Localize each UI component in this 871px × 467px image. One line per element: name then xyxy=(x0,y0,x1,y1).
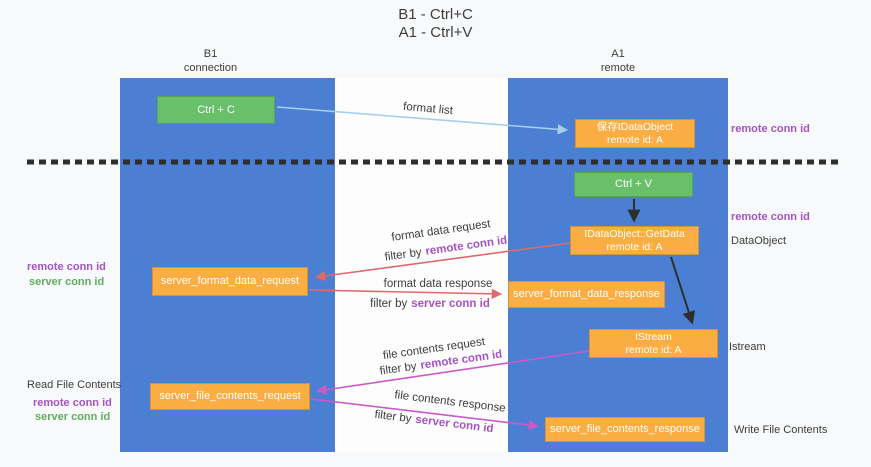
remote-conn-id-annotation-mid-right: remote conn id xyxy=(731,211,810,223)
remote-conn-id-annotation-top-right: remote conn id xyxy=(731,123,810,135)
save-dataobject-line2: remote id: A xyxy=(606,133,664,146)
dataobject-annotation: DataObject xyxy=(731,235,787,247)
istream-annotation: Istream xyxy=(729,341,766,353)
server-file-contents-request-label: server_file_contents_request xyxy=(159,390,301,402)
server-conn-id-annotation-bottom-left: server conn id xyxy=(35,411,111,423)
remote-conn-id-annotation-bottom-left: remote conn id xyxy=(33,397,112,409)
server-format-data-response-node: server_format_data_response xyxy=(508,281,665,308)
remote-conn-id-annotation-mid-left: remote conn id xyxy=(27,261,106,273)
server-file-contents-request-node: server_file_contents_request xyxy=(150,383,310,410)
ctrl-v-node: Ctrl + V xyxy=(574,172,693,197)
lifeline-b1-name: B1 xyxy=(203,48,218,60)
file-contents-response-arrow xyxy=(310,398,540,431)
lifeline-header-b1: B1 connection xyxy=(103,47,318,75)
read-file-contents-annotation: Read File Contents xyxy=(27,379,122,391)
title-line-2: A1 - Ctrl+V xyxy=(398,24,473,41)
ctrl-v-label: Ctrl + V xyxy=(615,178,652,190)
lifeline-a1-name: A1 xyxy=(611,48,625,60)
format-data-request-arrow xyxy=(314,242,571,282)
middle-band xyxy=(335,78,508,452)
ctrl-c-node: Ctrl + C xyxy=(157,96,275,124)
lifeline-b1-subtitle: connection xyxy=(183,62,238,74)
server-format-data-request-label: server_format_data_request xyxy=(160,275,300,287)
getdata-to-istream-arrow xyxy=(670,256,695,325)
server-conn-id-annotation-mid-left: server conn id xyxy=(29,276,105,288)
istream-node: IStream remote id: A xyxy=(589,329,718,358)
diagram-title: B1 - Ctrl+C A1 - Ctrl+V xyxy=(0,6,871,42)
write-file-contents-annotation: Write File Contents xyxy=(734,424,828,436)
istream-line1: IStream xyxy=(635,330,672,343)
getdata-node: IDataObject::GetData remote id: A xyxy=(570,226,699,255)
save-dataobject-line1: 保存IDataObject xyxy=(596,120,674,133)
server-conn-id-text: server conn id xyxy=(411,298,490,310)
getdata-line2: remote id: A xyxy=(606,240,663,253)
server-file-contents-response-label: server_file_contents_response xyxy=(550,423,700,435)
server-file-contents-response-node: server_file_contents_response xyxy=(545,417,705,442)
file-contents-request-arrow xyxy=(315,350,590,395)
server-format-data-response-label: server_format_data_response xyxy=(513,288,660,300)
server-format-data-request-node: server_format_data_request xyxy=(152,267,308,296)
getdata-line1: IDataObject::GetData xyxy=(584,227,685,240)
format-data-response-arrow xyxy=(308,288,503,300)
lifeline-header-a1: A1 remote xyxy=(510,47,726,75)
format-list-arrow xyxy=(276,106,569,135)
format-data-response-label: format data response xyxy=(383,278,493,290)
ctrl-c-label: Ctrl + C xyxy=(197,103,235,116)
istream-line2: remote id: A xyxy=(625,343,682,356)
title-line-1: B1 - Ctrl+C xyxy=(398,6,473,23)
filter-by-text: filter by xyxy=(370,298,408,310)
save-dataobject-node: 保存IDataObject remote id: A xyxy=(575,119,695,148)
lifeline-a1-subtitle: remote xyxy=(600,62,636,74)
